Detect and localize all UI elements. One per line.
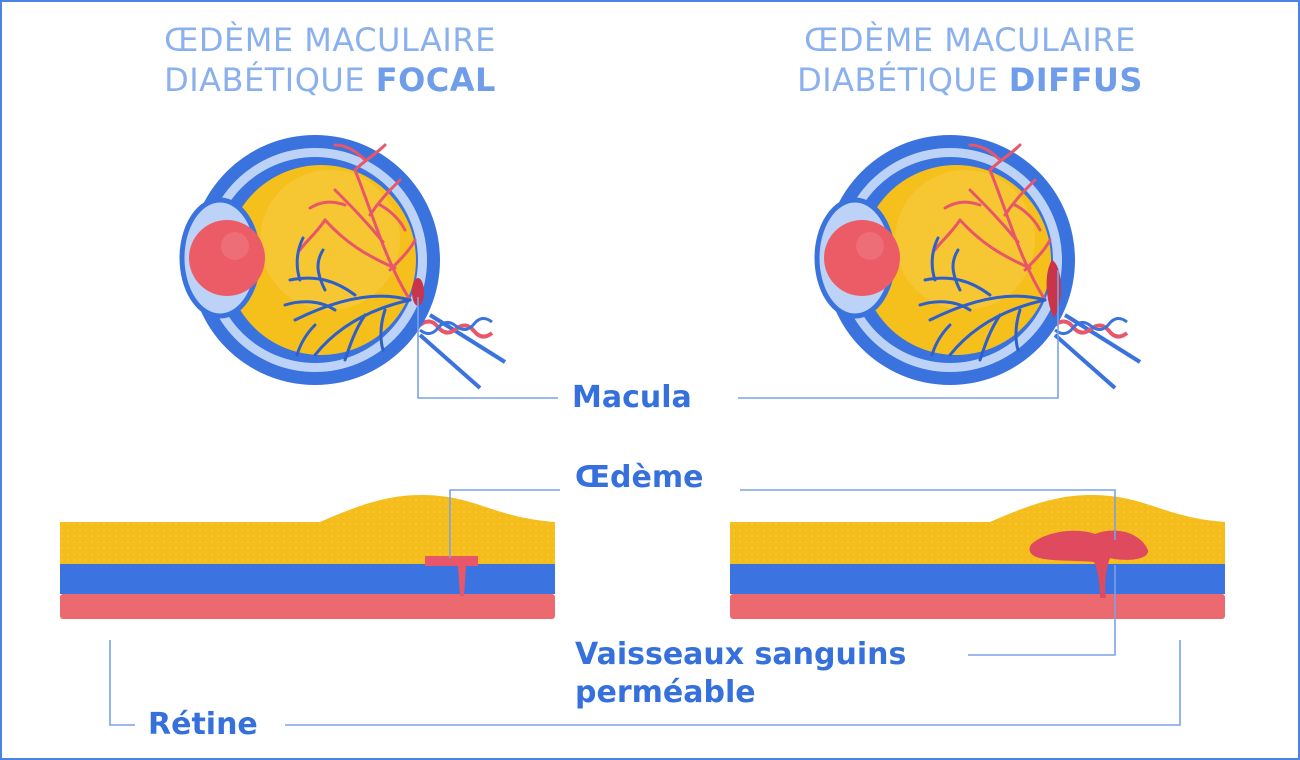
label-vaisseaux-line1: Vaisseaux sanguins xyxy=(575,637,907,673)
macula-focal-spot xyxy=(412,278,424,306)
label-vaisseaux-line2: perméable xyxy=(575,675,756,711)
label-oedeme: Œdème xyxy=(575,460,704,496)
edema-focal xyxy=(425,556,478,596)
title-diffus-bold: DIFFUS xyxy=(1008,61,1143,99)
title-focal-line1: ŒDÈME MACULAIRE xyxy=(164,21,496,59)
eye-diffus-illustration xyxy=(817,135,1140,388)
retina-focal-layers xyxy=(60,495,555,619)
leader-lines xyxy=(109,270,1181,726)
title-diffus-line1: ŒDÈME MACULAIRE xyxy=(804,21,1136,59)
title-diffus: ŒDÈME MACULAIRE DIABÉTIQUE DIFFUS xyxy=(730,20,1210,100)
title-focal: ŒDÈME MACULAIRE DIABÉTIQUE FOCAL xyxy=(90,20,570,100)
title-diffus-line2: DIABÉTIQUE DIFFUS xyxy=(730,60,1210,100)
title-focal-prefix: DIABÉTIQUE xyxy=(164,61,376,99)
label-retine: Rétine xyxy=(148,707,258,743)
title-focal-line2: DIABÉTIQUE FOCAL xyxy=(90,60,570,100)
retina-diffus-layers xyxy=(730,495,1225,619)
title-diffus-prefix: DIABÉTIQUE xyxy=(797,61,1009,99)
eye-focal-illustration xyxy=(182,135,505,388)
edema-diffus xyxy=(1029,530,1149,598)
label-macula: Macula xyxy=(572,380,692,416)
title-focal-bold: FOCAL xyxy=(375,61,496,99)
